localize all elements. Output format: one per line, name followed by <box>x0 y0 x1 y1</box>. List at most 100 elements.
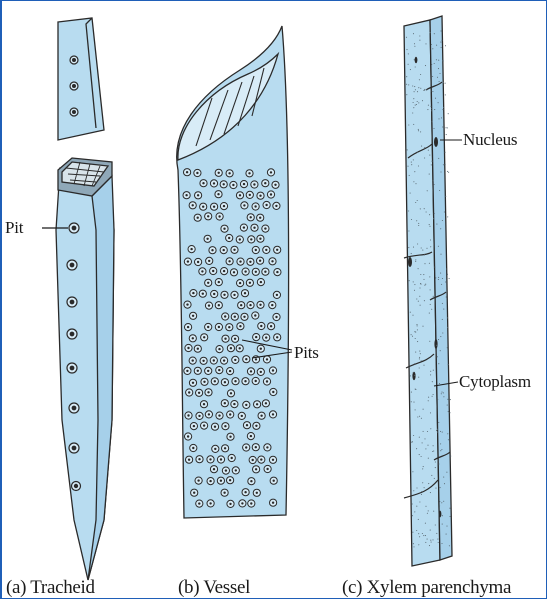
cytoplasm-dot <box>424 254 425 255</box>
cytoplasm-dot <box>418 130 419 131</box>
cytoplasm-dot <box>414 59 415 60</box>
cytoplasm-dot <box>443 107 444 108</box>
cytoplasm-dot <box>414 511 415 512</box>
cytoplasm-dot <box>448 113 449 114</box>
vessel-pit-aperture <box>201 270 203 272</box>
cytoplasm-dot <box>440 171 441 172</box>
vessel-pit-aperture <box>266 446 268 448</box>
cytoplasm-dot <box>415 389 416 390</box>
vessel-pit-aperture <box>260 281 262 283</box>
cytoplasm-dot <box>433 296 434 297</box>
vessel-pit-aperture <box>250 216 252 218</box>
cytoplasm-dot <box>436 430 437 431</box>
cytoplasm-dot <box>419 437 420 438</box>
vessel-pit-aperture <box>265 249 267 251</box>
cytoplasm-dot <box>425 542 426 543</box>
vessel-pit-aperture <box>217 193 219 195</box>
vessel-pit-aperture <box>259 217 261 219</box>
vessel-pit-aperture <box>192 204 194 206</box>
vessel-pit-aperture <box>276 271 278 273</box>
cytoplasm-dot <box>420 131 421 132</box>
vessel-pit-aperture <box>249 304 251 306</box>
vessel-pit-aperture <box>239 238 241 240</box>
cytoplasm-dot <box>418 225 419 226</box>
vessel-pit-aperture <box>266 468 268 470</box>
vessel-pit-aperture <box>272 459 274 461</box>
cytoplasm-dot <box>430 289 431 290</box>
cytoplasm-dot <box>435 98 436 99</box>
cytoplasm-dot <box>429 214 430 215</box>
cytoplasm-dot <box>414 46 415 47</box>
cytoplasm-dot <box>417 200 418 201</box>
cytoplasm-dot <box>430 492 431 493</box>
vessel-pit-aperture <box>187 414 189 416</box>
cytoplasm-dot <box>431 161 432 162</box>
cytoplasm-dot <box>447 274 448 275</box>
vessel-pit-aperture <box>223 492 225 494</box>
cytoplasm-dot <box>440 487 441 488</box>
cytoplasm-dot <box>449 508 450 509</box>
cytoplasm-dot <box>443 164 444 165</box>
cytoplasm-dot <box>428 483 429 484</box>
cytoplasm-dot <box>435 524 436 525</box>
cytoplasm-dot <box>412 503 413 504</box>
vessel-pit-aperture <box>224 447 226 449</box>
cytoplasm-dot <box>442 515 443 516</box>
vessel-pit-aperture <box>188 391 190 393</box>
vessel-pit-aperture <box>249 194 251 196</box>
cytoplasm-dot <box>416 506 417 507</box>
cytoplasm-dot <box>425 523 426 524</box>
vessel-pit-aperture <box>203 403 205 405</box>
cytoplasm-dot <box>439 383 440 384</box>
cytoplasm-dot <box>442 524 443 525</box>
vessel-pit-aperture <box>250 238 252 240</box>
vessel-pit-aperture <box>255 468 257 470</box>
cytoplasm-dot <box>440 443 441 444</box>
cytoplasm-dot <box>433 218 434 219</box>
cytoplasm-dot <box>427 445 428 446</box>
cytoplasm-dot <box>413 247 414 248</box>
cytoplasm-dot <box>411 442 412 443</box>
cytoplasm-dot <box>435 277 436 278</box>
cytoplasm-dot <box>435 467 436 468</box>
cytoplasm-dot <box>415 259 416 260</box>
cytoplasm-dot <box>433 394 434 395</box>
cytoplasm-dot <box>442 332 443 333</box>
caption-vessel: (b) Vessel <box>178 578 250 597</box>
cytoplasm-dot <box>432 76 433 77</box>
vessel-pit-aperture <box>275 205 277 207</box>
cytoplasm-dot <box>421 491 422 492</box>
pits-label: Pits <box>294 344 319 361</box>
vessel-pit-aperture <box>253 227 255 229</box>
vessel-pit-aperture <box>239 282 241 284</box>
vessel-pit-aperture <box>187 435 189 437</box>
cytoplasm-dot <box>441 543 442 544</box>
vessel-pit-aperture <box>252 459 254 461</box>
vessel-pit-aperture <box>223 228 225 230</box>
vessel-pit-aperture <box>218 326 220 328</box>
cytoplasm-dot <box>420 353 421 354</box>
cytoplasm-dot <box>438 339 439 340</box>
cytoplasm-dot <box>408 230 409 231</box>
cytoplasm-dot <box>442 303 443 304</box>
cytoplasm-dot <box>440 336 441 337</box>
cytoplasm-dot <box>424 300 425 301</box>
cytoplasm-dot <box>419 287 420 288</box>
cytoplasm-dot <box>419 40 420 41</box>
cytoplasm-dot <box>434 213 435 214</box>
cytoplasm-dot <box>423 279 424 280</box>
vessel-pit-aperture <box>230 347 232 349</box>
vessel-pit-aperture <box>218 172 220 174</box>
cytoplasm-dot <box>449 545 450 546</box>
cytoplasm-dot <box>445 94 446 95</box>
cytoplasm-dot <box>417 101 418 102</box>
cytoplasm-dot <box>419 454 420 455</box>
cytoplasm-dot <box>425 65 426 66</box>
cytoplasm-dot <box>428 400 429 401</box>
cytoplasm-dot <box>438 68 439 69</box>
cytoplasm-dot <box>428 510 429 511</box>
cytoplasm-dot <box>420 274 421 275</box>
vessel-pit-aperture <box>259 238 261 240</box>
cytoplasm-dot <box>415 261 416 262</box>
cytoplasm-dot <box>433 370 434 371</box>
